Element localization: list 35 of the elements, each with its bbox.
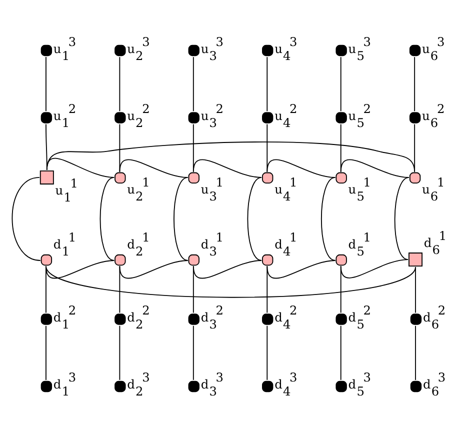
connector	[119, 158, 188, 178]
connector	[192, 56, 194, 112]
connector	[192, 260, 262, 278]
connector	[340, 265, 342, 313]
connector	[174, 176, 188, 260]
connector	[266, 56, 268, 112]
connector	[192, 324, 194, 380]
connector	[415, 266, 416, 313]
connector	[266, 158, 336, 178]
connector	[340, 56, 342, 112]
connector	[340, 158, 410, 178]
connector	[414, 56, 416, 112]
connector	[192, 265, 194, 313]
connector	[119, 265, 120, 313]
connector	[12, 176, 41, 260]
connector	[247, 176, 262, 260]
connector	[340, 258, 409, 278]
connector	[46, 260, 115, 278]
connector	[394, 176, 410, 260]
connector	[46, 158, 115, 178]
connector	[266, 265, 268, 313]
connector	[192, 158, 262, 178]
connector	[320, 176, 336, 260]
connector	[46, 141, 416, 172]
connector	[415, 324, 416, 380]
connector	[100, 176, 115, 260]
connector	[266, 324, 268, 380]
connector	[266, 123, 268, 172]
connector	[119, 56, 120, 112]
connector	[119, 260, 188, 278]
connector	[266, 260, 336, 278]
connector	[119, 324, 120, 380]
connector	[46, 265, 416, 298]
connector	[340, 324, 342, 380]
connector	[119, 123, 120, 172]
